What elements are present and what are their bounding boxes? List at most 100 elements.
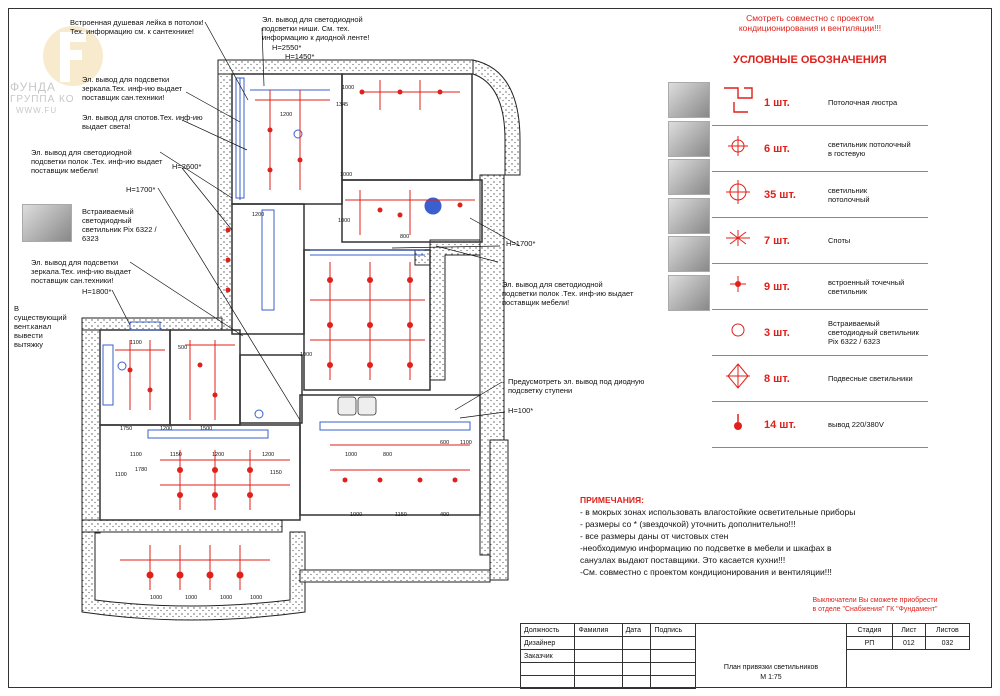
dimension-label: 1000 <box>300 352 313 358</box>
legend-row: 6 шт.светильник потолочный в гостевую <box>712 125 928 172</box>
tb-header-date: Дата <box>621 623 652 637</box>
dimension-label: 1000 <box>340 172 353 178</box>
legend-desc: Споты <box>828 217 928 264</box>
sheet-title: План привязки светильников <box>723 664 819 671</box>
legend-row: 8 шт.Подвесные светильники <box>712 355 928 402</box>
built-in-point-light-icon <box>730 276 746 292</box>
dimension-label: 1100 <box>130 452 142 458</box>
note-pix-light: Встраиваемый светодиодный светильник Pix… <box>82 207 157 243</box>
leader-lines <box>111 21 521 421</box>
legend-row: 1 шт.Потолочная люстра <box>712 80 928 126</box>
dimension-label: 1100 <box>115 472 127 478</box>
legend-title: УСЛОВНЫЕ ОБОЗНАЧЕНИЯ <box>733 54 887 66</box>
note-niche-led: Эл. вывод для светодиодной подсветки ниш… <box>262 15 370 42</box>
sheet-scale: М 1:75 <box>760 674 782 681</box>
company-logo: ФУНДА ГРУППА КО WWW.FU <box>10 18 140 118</box>
legend-qty: 35 шт. <box>764 171 828 218</box>
dimension-label: 1750 <box>120 426 133 432</box>
legend-desc: Потолочная люстра <box>828 80 928 126</box>
logo-line-1: ФУНДА <box>10 80 57 94</box>
note-h2550: H=2550* <box>272 43 302 52</box>
legend-photo <box>668 197 710 234</box>
lighting-grid <box>115 80 475 590</box>
legend-desc: Встраиваемый светодиодный светильник Pix… <box>828 309 928 356</box>
switches-note: Выключатели Вы сможете приобрести в отде… <box>812 597 938 613</box>
note-h1450: H=1450* <box>285 52 315 61</box>
dimension-label: 600 <box>440 440 450 446</box>
legend-photo <box>668 159 710 195</box>
logo-line-2: ГРУППА КО <box>10 94 75 105</box>
note-h2600: H=2600* <box>172 162 202 171</box>
dimension-label: 1150 <box>395 512 407 518</box>
dimension-label: 1000 <box>342 85 355 91</box>
sheet-frame <box>8 8 992 688</box>
stairs <box>337 396 377 416</box>
dimension-label: 1000 <box>250 595 263 601</box>
pendant-light-icon <box>726 363 750 389</box>
dimension-label: 1780 <box>135 467 148 473</box>
notes-line: -необходимую информацию по подсветке в м… <box>580 543 832 553</box>
notes-title: ПРИМЕЧАНИЯ: <box>580 495 644 505</box>
note-mirror-2: Эл. вывод для подсветки зеркала.Тех. инф… <box>31 258 132 285</box>
partitions <box>99 73 483 521</box>
dimension-label: 1200 <box>160 426 173 432</box>
tb-header-role: Должность <box>519 623 576 637</box>
ceiling-light-icon <box>726 180 750 204</box>
led-light-photo <box>22 204 72 242</box>
notes-line: - все размеры даны от чистовых стен <box>580 531 729 541</box>
tb-sheets-header: Листов <box>924 623 971 637</box>
dimension-label: 500 <box>178 345 188 351</box>
dimension-label: 1200 <box>280 112 293 118</box>
dimension-label: 1000 <box>150 595 163 601</box>
legend-desc: светильник потолочный <box>828 171 928 218</box>
dimension-label: 1345 <box>336 102 349 108</box>
logo-line-3: WWW.FU <box>16 106 58 115</box>
legend-qty: 14 шт. <box>764 401 828 448</box>
dimension-label: 1200 <box>212 452 225 458</box>
notes-block: ПРИМЕЧАНИЯ: - в мокрых зонах использоват… <box>580 494 855 578</box>
legend-qty: 9 шт. <box>764 263 828 310</box>
tb-role-client: Заказчик <box>519 649 576 663</box>
tb-stage-header: Стадия <box>846 623 893 637</box>
note-vent: В существующий вент.канал вывести вытяжк… <box>14 304 67 349</box>
tb-sheet-header: Лист <box>891 623 926 637</box>
legend-photo <box>668 274 710 311</box>
tb-role-designer: Дизайнер <box>519 636 576 650</box>
dimension-label: 1200 <box>262 452 275 458</box>
tb-header-name: Фамилия <box>574 623 623 637</box>
dimension-label: 400 <box>440 512 450 518</box>
note-shower: Встроенная душевая лейка в потолок! Тех.… <box>70 18 204 36</box>
tb-stage-value: РП <box>846 636 893 650</box>
legend-desc: Подвесные светильники <box>828 355 928 402</box>
legend-qty: 6 шт. <box>764 125 828 172</box>
legend-photo <box>668 82 710 118</box>
legend-row: 14 шт.вывод 220/380V <box>712 401 928 448</box>
dimension-label: 1200 <box>252 212 265 218</box>
chandelier-icon <box>724 87 753 113</box>
dimension-label: 800 <box>400 234 410 240</box>
tb-sheet-value: 012 <box>891 636 926 650</box>
legend-qty: 3 шт. <box>764 309 828 356</box>
notes-line: -См. совместно с проектом кондиционирова… <box>580 567 832 577</box>
dimension-label: 1500 <box>200 426 213 432</box>
title-block-signatures: Должность Фамилия Дата Подпись Дизайнер … <box>519 623 696 689</box>
dimension-label: 1000 <box>350 512 363 518</box>
note-shelf-led-1: Эл. вывод для светодиодной подсветки пол… <box>31 148 163 175</box>
tb-header-sign: Подпись <box>650 623 696 637</box>
tb-sheets-value: 032 <box>924 636 971 650</box>
note-spots: Эл. вывод для спотов.Тех. инф-ию выдает … <box>82 113 203 131</box>
walls <box>81 59 521 621</box>
notes-line: санузлах выдают поставщики. Это касается… <box>580 555 786 565</box>
legend-row: 9 шт.встроенный точечный светильник <box>712 263 928 310</box>
dimension-label: 800 <box>383 452 393 458</box>
note-step-led: Предусмотреть эл. вывод под диодную подс… <box>508 377 645 395</box>
led-light-icon <box>731 323 745 337</box>
legend-row: 3 шт.Встраиваемый светодиодный светильни… <box>712 309 928 356</box>
note-mirror-1: Эл. вывод для подсветки зеркала.Тех. инф… <box>82 75 183 102</box>
legend-qty: 1 шт. <box>764 80 828 126</box>
dimension-label: 1000 <box>338 218 351 224</box>
legend-photo <box>668 236 710 272</box>
legend-qty: 8 шт. <box>764 355 828 402</box>
sheet-title-box: План привязки светильников М 1:75 <box>696 623 847 688</box>
